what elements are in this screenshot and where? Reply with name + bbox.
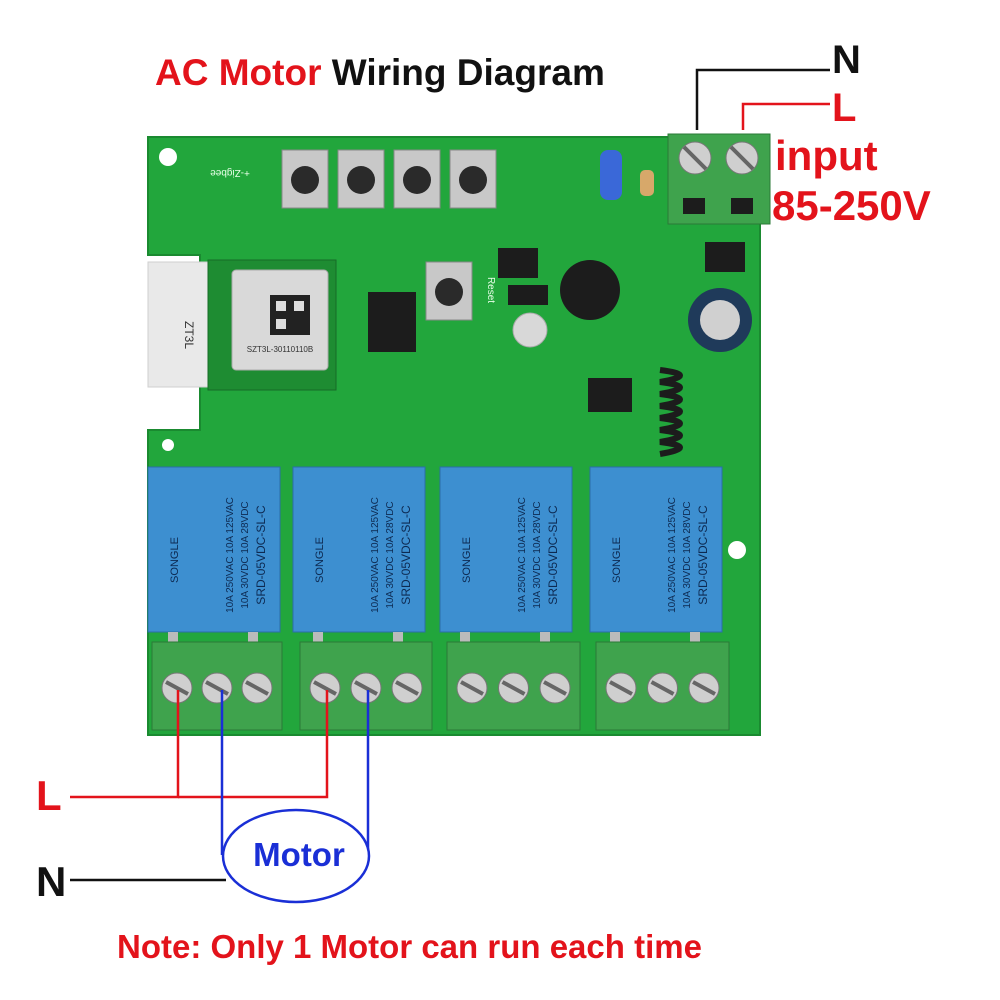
load-line-label: L <box>36 772 62 819</box>
motor-label: Motor <box>253 836 345 873</box>
relay-brand: SONGLE <box>169 537 181 583</box>
relay: SONGLE 10A 250VAC 10A 125VAC 10A 30VDC 10A… <box>147 466 281 642</box>
load-neutral-label: N <box>36 858 67 905</box>
fuse-resistor <box>640 170 654 196</box>
microcontroller-ic <box>368 292 416 352</box>
output-terminal-block <box>446 641 581 731</box>
relay-model: SRD-05VDC-SL-C <box>399 505 413 605</box>
relay-rating: 10A 30VDC 10A 28VDC <box>532 501 543 608</box>
bridge-ic <box>705 242 745 272</box>
relay-rating: 10A 250VAC 10A 125VAC <box>225 497 236 613</box>
motor-symbol <box>221 808 371 904</box>
inductor <box>560 260 620 320</box>
line-wire <box>178 690 329 799</box>
relay: SONGLE 10A 250VAC 10A 125VAC 10A 30VDC 10A… <box>292 466 426 642</box>
relay-rating: 10A 250VAC 10A 125VAC <box>667 497 678 613</box>
relay-rating: 10A 30VDC 10A 28VDC <box>682 501 693 608</box>
module-qr-text: SZT3L-30110110B <box>247 345 313 354</box>
relay-rating: 10A 250VAC 10A 125VAC <box>370 497 381 613</box>
input-voltage-label: 85-250V <box>772 182 931 229</box>
module-id-label: ZT3L <box>182 321 196 349</box>
reset-button <box>425 261 473 321</box>
output-terminal-block <box>151 641 283 731</box>
relay: SONGLE 10A 250VAC 10A 125VAC 10A 30VDC 10A… <box>589 466 723 642</box>
regulator-ic <box>508 285 548 305</box>
relay-model: SRD-05VDC-SL-C <box>546 505 560 605</box>
x-capacitor <box>600 150 622 200</box>
mount-hole <box>162 439 174 451</box>
relay: SONGLE 10A 250VAC 10A 125VAC 10A 30VDC 10A… <box>439 466 573 642</box>
relay-model: SRD-05VDC-SL-C <box>696 505 710 605</box>
regulator-ic <box>498 248 538 278</box>
mount-hole <box>728 541 746 559</box>
push-button <box>281 149 329 209</box>
reset-label: Reset <box>485 277 496 303</box>
note-text: Note: Only 1 Motor can run each time <box>117 928 702 965</box>
antenna-coil <box>659 367 683 457</box>
relay-rating: 10A 250VAC 10A 125VAC <box>517 497 528 613</box>
mount-hole <box>159 148 177 166</box>
push-button <box>337 149 385 209</box>
antenna-area <box>147 261 211 388</box>
input-label: input <box>775 132 878 179</box>
input-neutral-wire <box>695 68 830 130</box>
input-line-label: L <box>832 86 857 130</box>
output-terminal-block <box>595 641 730 731</box>
output-terminal-block <box>299 641 433 731</box>
relay-model: SRD-05VDC-SL-C <box>254 505 268 605</box>
rf-ic <box>588 378 632 412</box>
push-button <box>393 149 441 209</box>
input-line-wire <box>741 102 830 130</box>
relay-brand: SONGLE <box>611 537 623 583</box>
zigbee-label: +-Zigbee <box>210 167 250 178</box>
relay-rating: 10A 30VDC 10A 28VDC <box>240 501 251 608</box>
input-terminal-block <box>667 133 771 225</box>
input-neutral-label: N <box>832 38 861 82</box>
push-button <box>449 149 497 209</box>
relay-brand: SONGLE <box>314 537 326 583</box>
page-title: AC Motor Wiring Diagram <box>155 52 605 93</box>
relay-rating: 10A 30VDC 10A 28VDC <box>385 501 396 608</box>
capacitor <box>512 312 548 348</box>
relay-brand: SONGLE <box>461 537 473 583</box>
